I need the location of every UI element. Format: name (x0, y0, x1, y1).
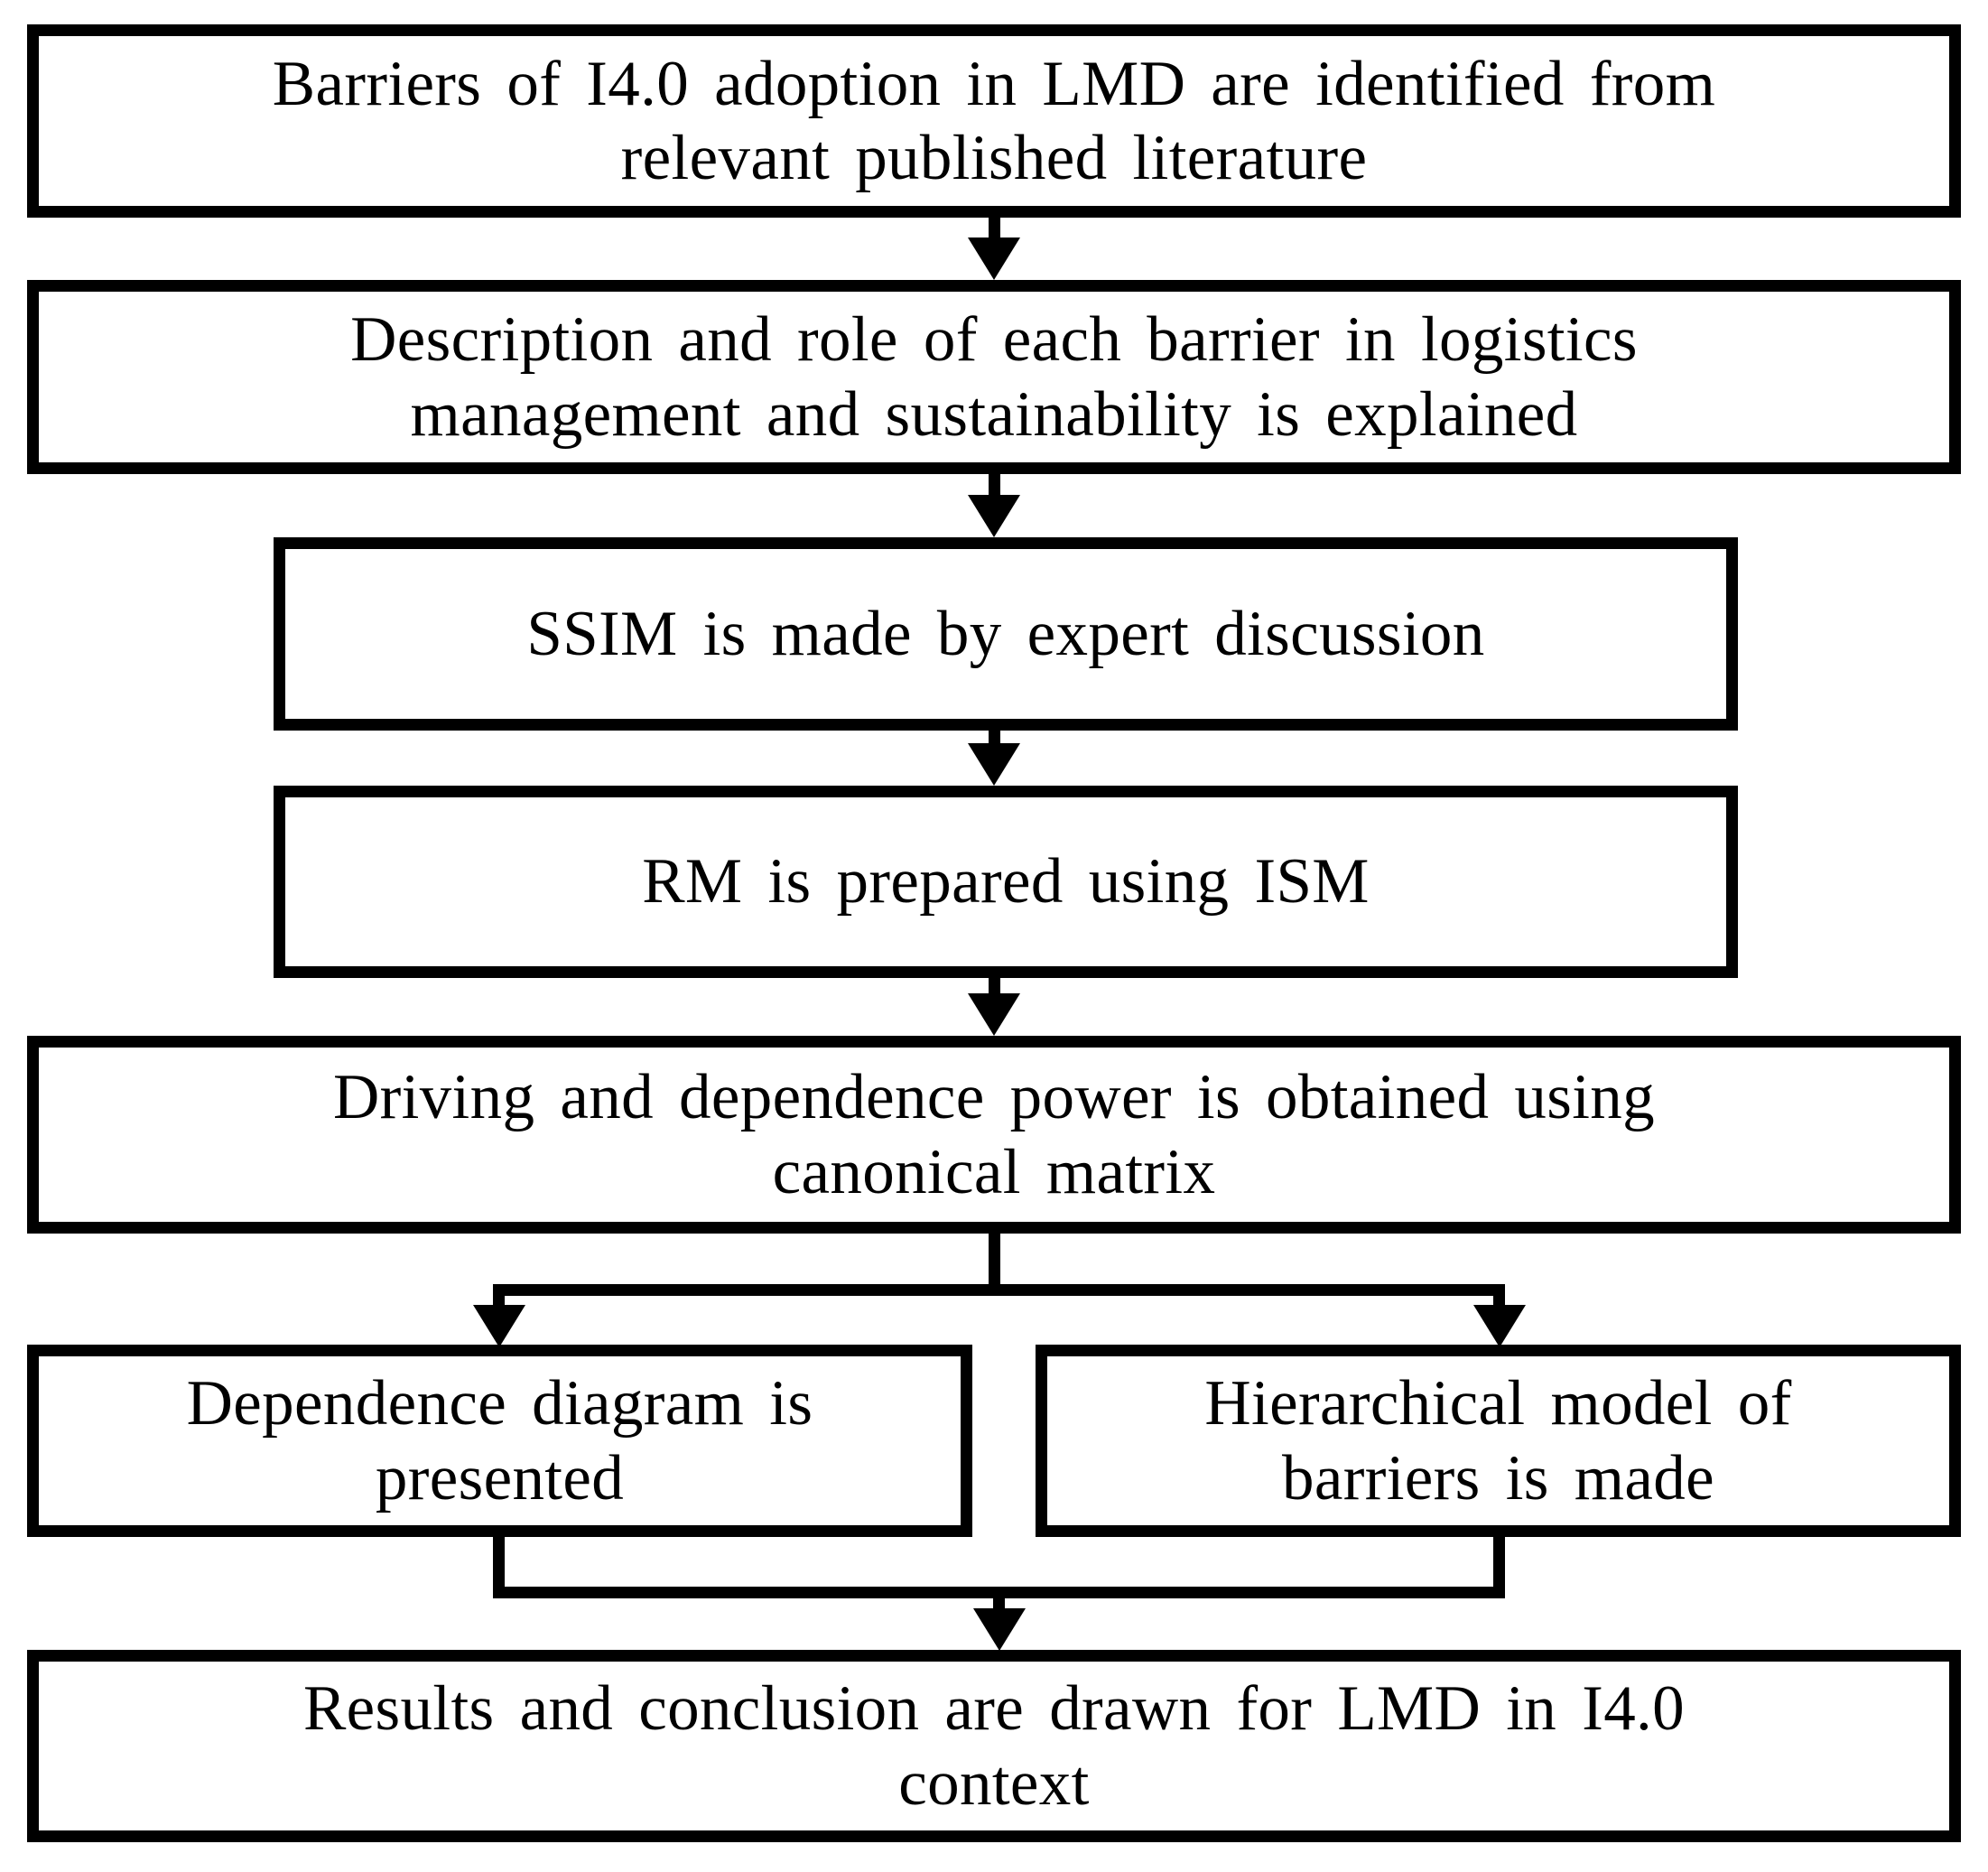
box-text-line: canonical matrix (772, 1136, 1216, 1207)
arrow-down-icon (973, 1608, 1026, 1651)
arrow-down-icon (1473, 1305, 1526, 1347)
arrow-down-icon (968, 743, 1020, 786)
flow-box-results-conclusion: Results and conclusion are drawn for LMD… (27, 1650, 1961, 1842)
merge-connector-right-stub (1493, 1535, 1505, 1598)
box-text-line: RM is prepared using ISM (642, 846, 1370, 917)
box-text-line: Dependence diagram is (186, 1368, 813, 1439)
box-text-line: management and sustainability is explain… (410, 378, 1578, 450)
box-text-line: Hierarchical model of (1204, 1368, 1792, 1439)
flow-box-rm-prepared-ism: RM is prepared using ISM (274, 786, 1738, 978)
merge-connector-left-stub (493, 1535, 505, 1598)
box-text-line: presented (375, 1442, 625, 1513)
flow-box-hierarchical-model: Hierarchical model of barriers is made (1036, 1345, 1961, 1537)
arrow-shaft-box2-box3 (989, 472, 1000, 499)
arrow-down-icon (473, 1305, 525, 1347)
flow-box-driving-dependence-power: Driving and dependence power is obtained… (27, 1036, 1961, 1234)
split-connector-bar (493, 1284, 1505, 1296)
arrow-down-icon (968, 237, 1020, 280)
arrow-down-icon (968, 495, 1020, 537)
merge-connector-stem (993, 1598, 1005, 1611)
flow-box-barrier-description: Description and role of each barrier in … (27, 280, 1961, 474)
box-text-line: Driving and dependence power is obtained… (332, 1062, 1656, 1133)
box-text-line: Description and role of each barrier in … (350, 304, 1638, 376)
flow-box-barriers-identified: Barriers of I4.0 adoption in LMD are ide… (27, 24, 1961, 218)
box-text-line: relevant published literature (620, 123, 1368, 193)
split-connector-stem (989, 1231, 1000, 1296)
box-text-line: barriers is made (1282, 1442, 1714, 1513)
flow-box-ssim-expert-discussion: SSIM is made by expert discussion (274, 537, 1738, 731)
arrow-shaft-box4-box5 (989, 976, 1000, 998)
box-text-line: SSIM is made by expert discussion (526, 598, 1485, 669)
flow-box-dependence-diagram: Dependence diagram is presented (27, 1345, 972, 1537)
merge-connector-bar (493, 1587, 1505, 1598)
arrow-shaft-box1-box2 (989, 217, 1000, 242)
box-text-line: context (898, 1747, 1090, 1819)
box-text-line: Barriers of I4.0 adoption in LMD are ide… (272, 48, 1716, 119)
arrow-down-icon (968, 993, 1020, 1036)
box-text-line: Results and conclusion are drawn for LMD… (302, 1673, 1686, 1745)
